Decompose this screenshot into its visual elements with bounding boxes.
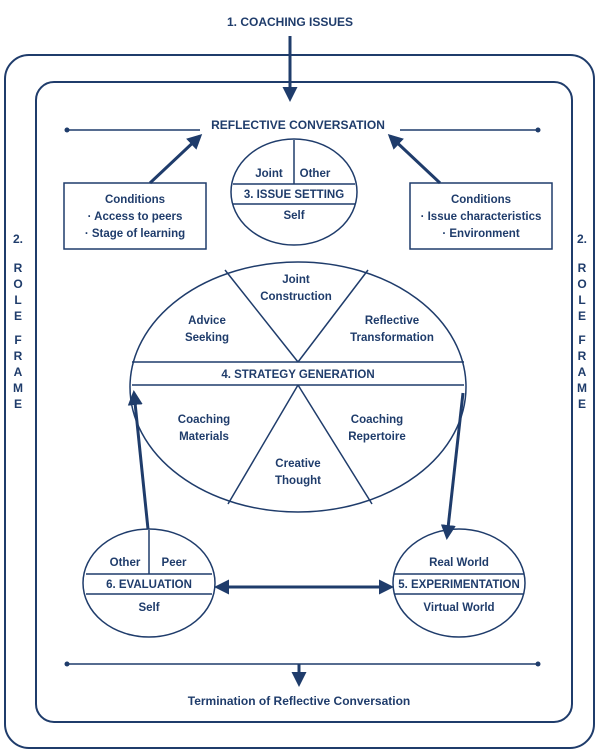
reflective-line-dot-left <box>64 127 70 133</box>
issue-setting-title: 3. ISSUE SETTING <box>244 189 344 201</box>
role-frame-right-letter: A <box>578 365 587 379</box>
issue-setting-circle: Joint Other 3. ISSUE SETTING Self <box>230 138 358 246</box>
role-frame-right-letter: M <box>577 381 587 395</box>
inner-frame <box>35 81 573 723</box>
creative-thought-label: Creative <box>275 458 320 470</box>
conditions-left-arrow <box>148 133 203 185</box>
role-frame-right-number: 2. <box>577 232 587 246</box>
role-frame-right-letter: E <box>578 309 586 323</box>
reflective-label-bg <box>200 116 400 134</box>
coaching-materials-label: Coaching <box>178 414 230 426</box>
issue-setting-other: Other <box>300 168 331 180</box>
conditions-right-box <box>409 182 553 250</box>
conditions-right-arrow <box>387 133 442 185</box>
role-frame-left-letter: L <box>14 293 21 307</box>
conditions-right-item: · Issue characteristics <box>421 211 542 223</box>
conditions-left-item: · Access to peers <box>88 211 183 223</box>
role-frame-right-letter: E <box>578 397 586 411</box>
role-frame-left-letter: R <box>14 261 23 275</box>
experimentation-title: 5. EXPERIMENTATION <box>398 579 520 591</box>
coaching-issues-label: 1. COACHING ISSUES <box>227 15 353 29</box>
role-frame-right-letter: L <box>578 293 585 307</box>
strategy-generation-title: 4. STRATEGY GENERATION <box>221 369 374 381</box>
termination-line-dot-right <box>535 661 541 667</box>
role-frame-left-letter: F <box>14 333 21 347</box>
experimentation-virtual-world: Virtual World <box>423 602 494 614</box>
role-frame-left-letter: E <box>14 397 22 411</box>
reflective-conversation-label: REFLECTIVE CONVERSATION <box>211 118 385 132</box>
advice-seeking-label: Seeking <box>185 332 229 344</box>
coaching-repertoire-label: Coaching <box>351 414 403 426</box>
termination-line-dot-left <box>64 661 70 667</box>
role-frame-right: 2. R O L E F R A M E <box>577 232 587 411</box>
evaluation-peer: Peer <box>162 557 187 569</box>
evaluation-title: 6. EVALUATION <box>106 579 192 591</box>
termination-label: Termination of Reflective Conversation <box>188 694 411 708</box>
conditions-right-item: · Environment <box>442 228 519 240</box>
outer-role-frame <box>4 54 595 749</box>
role-frame-left-number: 2. <box>13 232 23 246</box>
role-frame-left-letter: M <box>13 381 23 395</box>
coaching-materials-label: Materials <box>179 431 229 443</box>
role-frame-right-letter: R <box>578 261 587 275</box>
conditions-right-title: Conditions <box>451 194 511 206</box>
conditions-left-box <box>63 182 207 250</box>
role-frame-left-letter: E <box>14 309 22 323</box>
evaluation-self: Self <box>138 602 159 614</box>
evaluation-to-strategy-arrow <box>127 390 150 530</box>
advice-seeking-label: Advice <box>188 315 226 327</box>
creative-thought-label: Thought <box>275 475 321 487</box>
strategy-generation-ellipse: 4. STRATEGY GENERATION Advice Seeking Jo… <box>129 261 467 513</box>
experimentation-real-world: Real World <box>429 557 489 569</box>
coaching-repertoire-label: Repertoire <box>348 431 406 443</box>
conditions-left-title: Conditions <box>105 194 165 206</box>
role-frame-right-letter: F <box>578 333 585 347</box>
joint-construction-label: Construction <box>260 291 332 303</box>
role-frame-left-letter: A <box>14 365 23 379</box>
role-frame-left-letter: O <box>13 277 22 291</box>
issue-setting-self: Self <box>283 210 304 222</box>
conditions-left-item: · Stage of learning <box>85 228 185 240</box>
reflective-line-dot-right <box>535 127 541 133</box>
reflective-transformation-label: Transformation <box>350 332 434 344</box>
role-frame-left: 2. R O L E F R A M E <box>13 232 23 411</box>
reflective-transformation-label: Reflective <box>365 315 419 327</box>
role-frame-right-letter: R <box>578 349 587 363</box>
evaluation-circle: Other Peer 6. EVALUATION Self <box>82 528 216 638</box>
joint-construction-label: Joint <box>282 274 310 286</box>
role-frame-left-letter: R <box>14 349 23 363</box>
evaluation-other: Other <box>110 557 141 569</box>
issue-setting-joint: Joint <box>255 168 283 180</box>
strategy-to-experimentation-arrow <box>440 392 465 540</box>
role-frame-right-letter: O <box>577 277 586 291</box>
experimentation-circle: Real World 5. EXPERIMENTATION Virtual Wo… <box>392 528 526 638</box>
